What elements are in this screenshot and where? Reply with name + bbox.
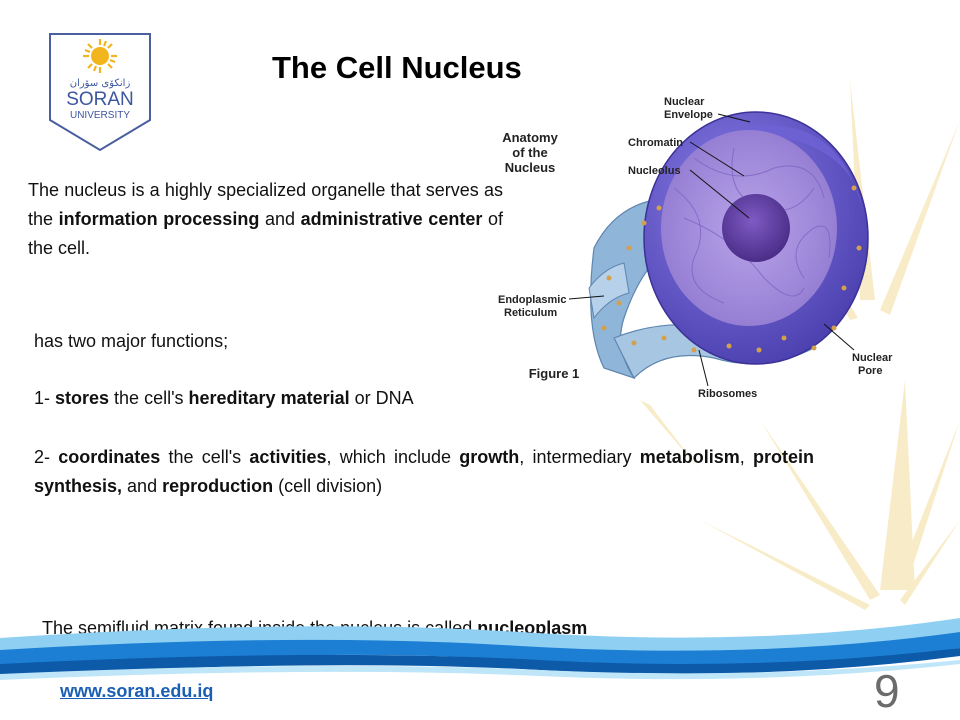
logo-name-line1: SORAN [66,89,134,110]
nucleolus-shape [722,194,790,262]
soran-university-logo: زانكۆی سۆران SORAN UNIVERSITY [49,33,151,152]
figure-leader-lines [568,113,855,387]
page-number: 9 [874,665,900,717]
paragraph-definition: The nucleus is a highly specialized orga… [28,180,503,258]
paragraph-functions-intro: has two major functions; [34,331,229,351]
paragraph-function-2: 2- coordinates the cell's activities, wh… [34,447,814,496]
label-ribosomes: Ribosomes [698,388,757,400]
figure-heading-line3: Nucleus [505,160,556,175]
label-er-line1: Endoplasmic [498,294,566,306]
label-envelope-line1: Nuclear [664,96,705,108]
label-chromatin: Chromatin [628,137,683,149]
label-pore-line2: Pore [858,365,882,377]
nucleus-anatomy-figure: Anatomy of the Nucleus Figure 1 Nuclear … [498,96,893,400]
label-pore-line1: Nuclear [852,352,893,364]
university-website-link[interactable]: www.soran.edu.iq [60,681,214,701]
label-envelope-line2: Envelope [664,109,713,121]
ribosome-dots [601,185,862,353]
footer-wave-decoration [0,618,960,680]
slide-title: The Cell Nucleus [272,50,522,85]
label-nucleolus: Nucleolus [628,165,681,177]
figure-heading-line2: of the [512,145,547,160]
logo-arabic-text: زانكۆی سۆران [70,78,131,89]
figure-caption: Figure 1 [529,366,580,381]
figure-heading-line1: Anatomy [502,130,558,145]
sun-icon [83,39,117,73]
paragraph-function-1: 1- stores the cell's hereditary material… [34,388,414,408]
label-er-line2: Reticulum [504,307,557,319]
logo-name-line2: UNIVERSITY [70,110,130,121]
